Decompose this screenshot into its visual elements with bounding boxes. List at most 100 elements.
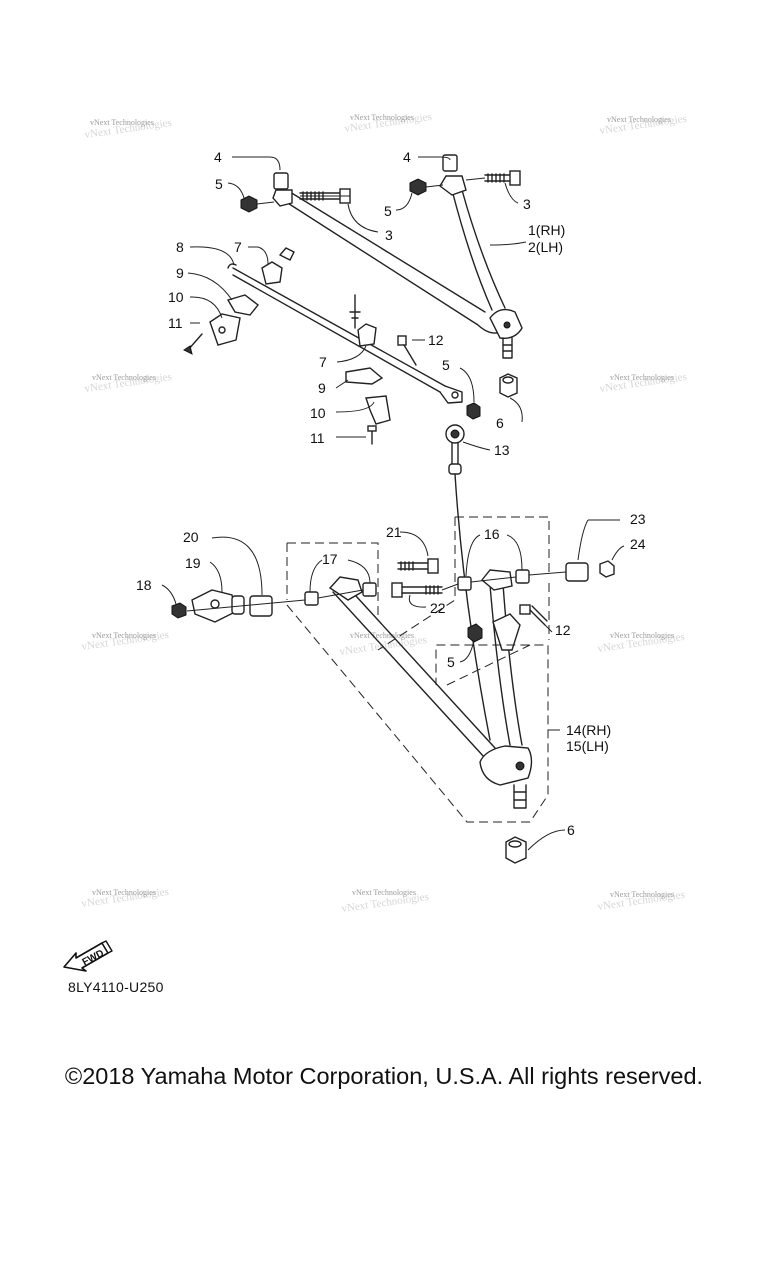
bushing-17-a[interactable]: [304, 591, 319, 606]
callout-9-center[interactable]: 9: [318, 380, 326, 396]
callout-5-rear[interactable]: 5: [384, 203, 392, 219]
bushing-16-a[interactable]: [457, 576, 472, 591]
callout-7-center[interactable]: 7: [319, 354, 327, 370]
svg-text:vNext Technologies: vNext Technologies: [90, 118, 154, 127]
holder-9-left[interactable]: [226, 294, 259, 316]
bushing-4-rear[interactable]: [442, 154, 458, 172]
callout-5-mid[interactable]: 5: [442, 357, 450, 373]
callout-12-upper[interactable]: 12: [428, 332, 444, 348]
holder-9-center[interactable]: [345, 367, 384, 385]
dash-box-5-link: [446, 644, 531, 686]
bushing-16-b[interactable]: [515, 569, 530, 584]
callout-5-lower[interactable]: 5: [447, 654, 455, 670]
bushing-17-b[interactable]: [362, 582, 377, 597]
svg-text:vNext Technologies: vNext Technologies: [92, 631, 156, 640]
collar-20[interactable]: [249, 595, 273, 617]
svg-text:vNext Technologies: vNext Technologies: [610, 890, 674, 899]
callout-8[interactable]: 8: [176, 239, 184, 255]
svg-text:vNext Technologies: vNext Technologies: [92, 888, 156, 897]
drawing-code: 8LY4110-U250: [68, 979, 164, 995]
callout-24[interactable]: 24: [630, 536, 646, 552]
nut-5-front[interactable]: [240, 195, 258, 213]
callout-22[interactable]: 22: [430, 600, 446, 616]
callout-5-front[interactable]: 5: [215, 176, 223, 192]
callout-7-left[interactable]: 7: [234, 239, 242, 255]
dash-box-arm-14: [286, 543, 549, 823]
stabilizer-bar[interactable]: [227, 263, 463, 404]
callout-14-rh[interactable]: 14(RH): [566, 722, 611, 738]
svg-text:vNext Technologies: vNext Technologies: [607, 115, 671, 124]
bolt-22[interactable]: [391, 582, 443, 598]
lower-a-arm[interactable]: [328, 569, 533, 809]
bolt-12-lower[interactable]: [519, 604, 548, 626]
bracket-10-left[interactable]: [209, 313, 241, 346]
callout-17[interactable]: 17: [322, 551, 338, 567]
callout-23[interactable]: 23: [630, 511, 646, 527]
callout-4-front[interactable]: 4: [214, 149, 222, 165]
callout-11-center[interactable]: 11: [310, 430, 325, 446]
collar-23[interactable]: [565, 562, 589, 582]
nut-6-lower[interactable]: [505, 836, 527, 864]
bolt-11-left[interactable]: [183, 333, 203, 355]
nut-24[interactable]: [599, 560, 615, 578]
callout-9-left[interactable]: 9: [176, 265, 184, 281]
nut-18[interactable]: [171, 602, 187, 619]
center-clip: [349, 311, 361, 319]
bracket-10-center[interactable]: [365, 395, 391, 425]
pivot-bracket-front: [272, 189, 293, 207]
callout-20[interactable]: 20: [183, 529, 199, 545]
nut-5-lower[interactable]: [467, 623, 483, 643]
callout-19[interactable]: 19: [185, 555, 201, 571]
callout-3-front[interactable]: 3: [385, 227, 393, 243]
bushing-4-front[interactable]: [273, 172, 289, 190]
dash-box-16-link: [377, 517, 456, 651]
callout-labels: 4 5 3 4 5 3 1(RH) 2(LH) 8 7 9 10 11 7 12…: [136, 149, 646, 838]
svg-text:vNext Technologies: vNext Technologies: [610, 373, 674, 382]
bolt-11-center[interactable]: [367, 425, 377, 445]
nut-5-rear[interactable]: [409, 178, 427, 196]
bolt-21[interactable]: [397, 558, 439, 574]
callout-6-lower[interactable]: 6: [567, 822, 575, 838]
upper-a-arm[interactable]: [272, 175, 523, 359]
callout-16[interactable]: 16: [484, 526, 500, 542]
callout-10-left[interactable]: 10: [168, 289, 184, 305]
upper-axis-line-front: [256, 195, 350, 205]
lower-pivot-front: [328, 576, 363, 601]
nut-6-upper[interactable]: [499, 373, 518, 398]
callout-13[interactable]: 13: [494, 442, 510, 458]
callout-6-upper[interactable]: 6: [496, 415, 504, 431]
lower-axis-line-front: [186, 589, 364, 612]
callout-1-rh[interactable]: 1(RH): [528, 222, 565, 238]
callout-11-left[interactable]: 11: [168, 315, 183, 331]
svg-text:vNext Technologies: vNext Technologies: [350, 631, 414, 640]
svg-text:vNext Technologies: vNext Technologies: [350, 113, 414, 122]
pivot-bracket-rear: [439, 175, 467, 196]
callout-12-lower[interactable]: 12: [555, 622, 571, 638]
upper-axis-line-rear: [425, 177, 486, 188]
callout-3-rear[interactable]: 3: [523, 196, 531, 212]
svg-text:vNext Technologies: vNext Technologies: [92, 373, 156, 382]
callout-21[interactable]: 21: [386, 524, 402, 540]
callout-4-rear[interactable]: 4: [403, 149, 411, 165]
nut-5-mid[interactable]: [466, 402, 481, 420]
svg-text:vNext Technologies: vNext Technologies: [352, 888, 416, 897]
callout-2-lh[interactable]: 2(LH): [528, 239, 563, 255]
bolt-12-upper[interactable]: [397, 335, 417, 366]
bolt-3-rear[interactable]: [484, 170, 521, 186]
callout-18[interactable]: 18: [136, 577, 152, 593]
bushing-7-center[interactable]: [357, 323, 377, 347]
bushing-7-left[interactable]: [261, 261, 283, 285]
callout-15-lh[interactable]: 15(LH): [566, 738, 609, 754]
bar-clip: [279, 247, 295, 261]
stabilizer-link-13[interactable]: [445, 424, 491, 741]
callout-10-center[interactable]: 10: [310, 405, 326, 421]
